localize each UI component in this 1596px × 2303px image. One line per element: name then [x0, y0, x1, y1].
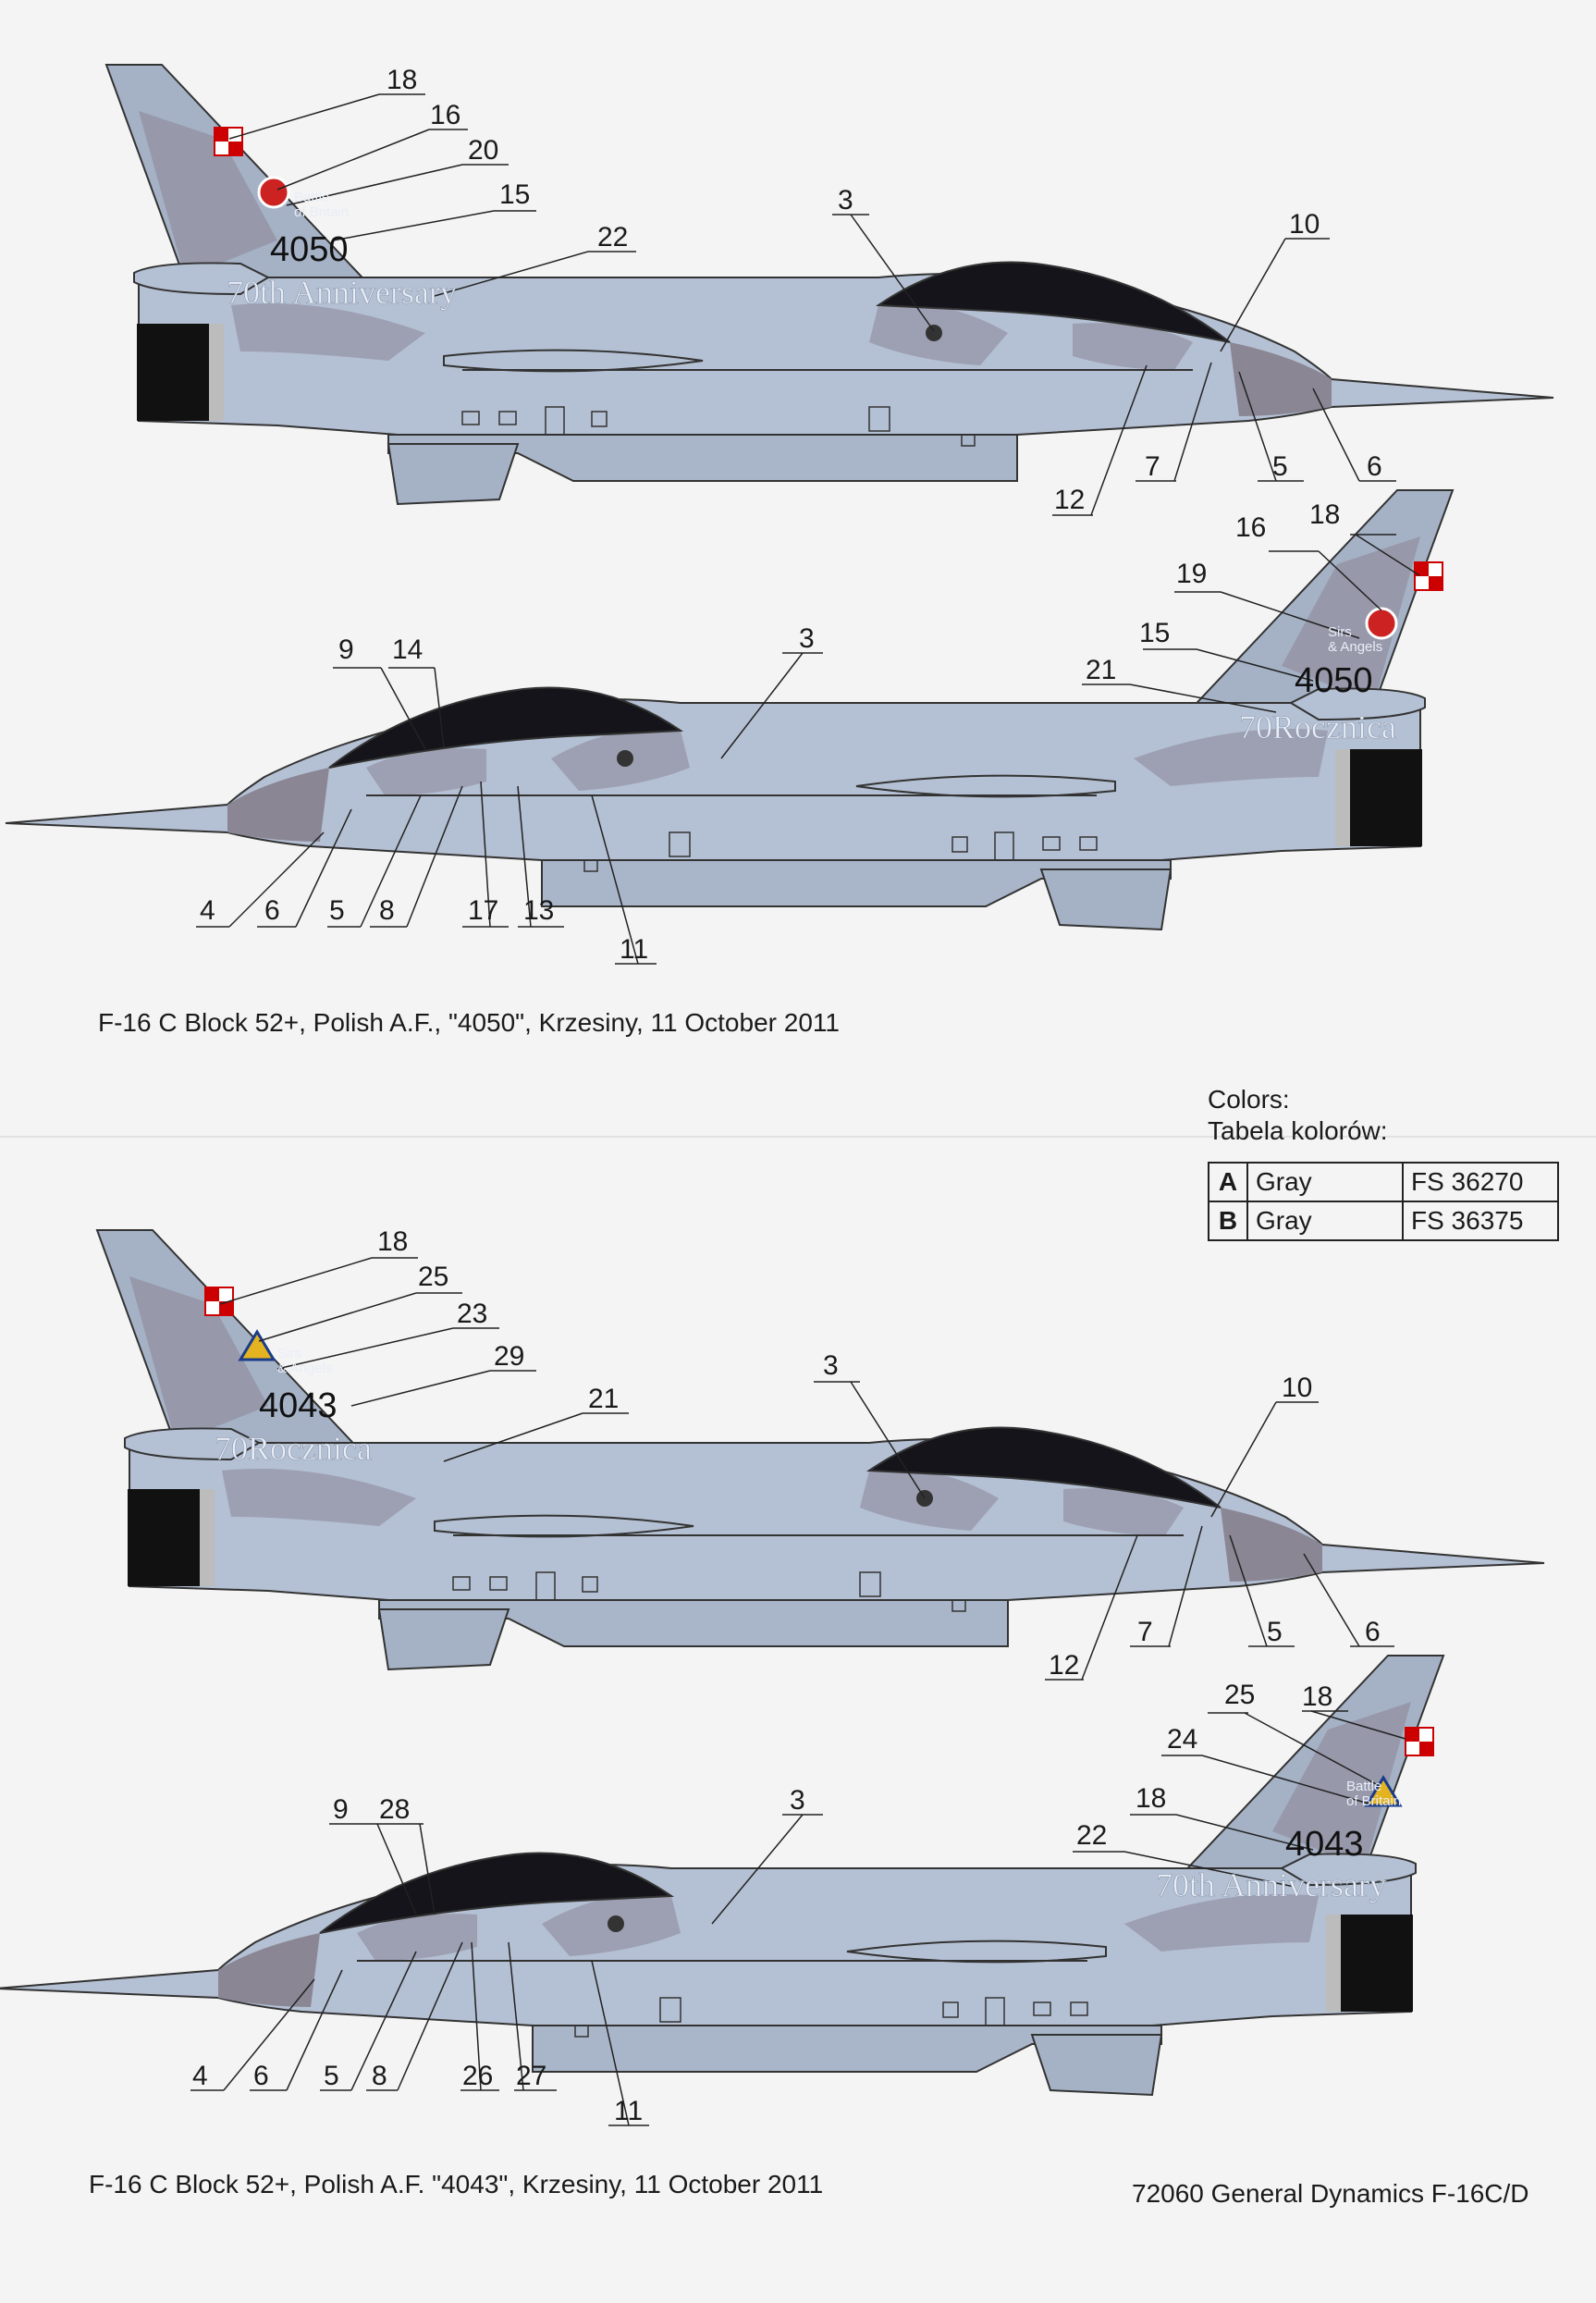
- callout-number: 3: [790, 1785, 805, 1816]
- profile-4050-left: [6, 490, 1453, 930]
- callout-number: 16: [430, 100, 461, 130]
- color-fs: FS 36270: [1402, 1162, 1559, 1202]
- callout-number: 22: [1076, 1820, 1108, 1851]
- sirs-text: & Angels: [277, 1361, 332, 1376]
- battle-text: of Britain: [294, 204, 349, 220]
- callout-number: 18: [387, 65, 418, 95]
- callout-number: 5: [1272, 451, 1288, 482]
- anniversary-marking: 70Rocznica: [1239, 708, 1396, 745]
- callout-number: 9: [333, 1794, 349, 1825]
- callout-number: 9: [338, 634, 354, 665]
- callout-number: 10: [1289, 209, 1320, 240]
- callout-number: 10: [1282, 1373, 1313, 1403]
- callout-number: 19: [1176, 559, 1208, 589]
- fold-line: [0, 1136, 1596, 1138]
- callout-number: 6: [1365, 1617, 1381, 1647]
- anniversary-marking: 70th Anniversary: [227, 274, 457, 311]
- color-name: Gray: [1246, 1201, 1404, 1241]
- callout-lines-1: [228, 93, 1396, 516]
- callout-number: 22: [597, 222, 629, 252]
- callout-number: 17: [468, 895, 499, 926]
- callout-number: 18: [1302, 1681, 1333, 1712]
- squadron-badge-icon: [238, 1329, 276, 1361]
- colors-table: A Gray FS 36270 B Gray FS 36375: [1208, 1162, 1559, 1241]
- sirs-text: & Angels: [1328, 639, 1382, 655]
- color-code: A: [1208, 1162, 1248, 1202]
- callout-number: 5: [324, 2061, 339, 2091]
- callout-number: 3: [799, 623, 815, 654]
- callout-number: 6: [1367, 451, 1382, 482]
- callout-number: 21: [1086, 655, 1117, 685]
- sirs-text: Sirs: [277, 1346, 301, 1361]
- callout-number: 8: [372, 2061, 387, 2091]
- battle-text: of Britain: [1346, 1793, 1401, 1809]
- color-name: Gray: [1246, 1162, 1404, 1202]
- squadron-badge-icon: [1364, 1775, 1403, 1807]
- callout-number: 7: [1145, 451, 1160, 482]
- callout-lines-3: [219, 1257, 1394, 1681]
- checkerboard-badge: [214, 127, 243, 156]
- callout-number: 25: [418, 1262, 449, 1292]
- serial-number: 4050: [270, 230, 349, 269]
- callout-number: 23: [457, 1299, 488, 1329]
- callout-number: 18: [1136, 1783, 1167, 1814]
- callout-number: 18: [377, 1226, 409, 1257]
- callout-number: 3: [823, 1350, 839, 1381]
- colors-heading: Colors: Tabela kolorów:: [1208, 1084, 1388, 1147]
- color-row: A Gray FS 36270: [1208, 1162, 1559, 1202]
- callout-number: 5: [329, 895, 345, 926]
- callout-number: 11: [620, 934, 649, 965]
- battle-text: Battle: [294, 190, 329, 205]
- colors-title-pl: Tabela kolorów:: [1208, 1116, 1388, 1145]
- checkerboard-badge: [1414, 561, 1443, 591]
- callout-number: 3: [838, 185, 853, 216]
- checkerboard-badge: [1405, 1727, 1434, 1756]
- callout-number: 12: [1054, 485, 1086, 515]
- callout-number: 16: [1235, 512, 1267, 543]
- colors-title-en: Colors:: [1208, 1085, 1290, 1114]
- battle-text: Battle: [1346, 1779, 1381, 1794]
- callout-number: 6: [264, 895, 280, 926]
- callout-number: 11: [614, 2096, 644, 2126]
- callout-number: 15: [499, 179, 531, 210]
- callout-number: 4: [200, 895, 215, 926]
- caption-4043: F-16 C Block 52+, Polish A.F. "4043", Kr…: [89, 2170, 824, 2198]
- callout-number: 13: [523, 895, 555, 926]
- callout-lines-2: [196, 534, 1420, 965]
- color-code: B: [1208, 1201, 1248, 1241]
- anniversary-marking: 70th Anniversary: [1156, 1866, 1386, 1903]
- callout-number: 21: [588, 1384, 620, 1414]
- product-title: 72060 General Dynamics F-16C/D: [1132, 2179, 1529, 2208]
- callout-number: 8: [379, 895, 395, 926]
- callout-number: 29: [494, 1341, 525, 1372]
- callout-number: 6: [253, 2061, 269, 2091]
- squadron-badge-icon: [257, 176, 290, 209]
- callout-number: 7: [1137, 1617, 1153, 1647]
- squadron-badge-icon: [1365, 607, 1398, 640]
- callout-number: 26: [462, 2061, 494, 2091]
- caption-4050: F-16 C Block 52+, Polish A.F., "4050", K…: [98, 1008, 840, 1037]
- callout-number: 20: [468, 135, 499, 166]
- callout-number: 14: [392, 634, 424, 665]
- callout-lines-4: [190, 1710, 1406, 2126]
- callout-number: 12: [1049, 1650, 1080, 1681]
- callout-number: 24: [1167, 1724, 1198, 1755]
- callout-number: 15: [1139, 618, 1171, 648]
- callout-number: 25: [1224, 1680, 1256, 1710]
- serial-number: 4043: [259, 1386, 338, 1425]
- callout-number: 27: [516, 2061, 547, 2091]
- callout-number: 28: [379, 1794, 411, 1825]
- callout-number: 4: [192, 2061, 208, 2091]
- serial-number: 4050: [1295, 661, 1373, 700]
- color-fs: FS 36375: [1402, 1201, 1559, 1241]
- callout-number: 18: [1309, 499, 1341, 530]
- sirs-text: Sirs: [1328, 624, 1352, 640]
- anniversary-marking: 70Rocznica: [215, 1430, 372, 1467]
- color-row: B Gray FS 36375: [1208, 1201, 1559, 1241]
- callout-number: 5: [1267, 1617, 1283, 1647]
- serial-number: 4043: [1285, 1825, 1364, 1864]
